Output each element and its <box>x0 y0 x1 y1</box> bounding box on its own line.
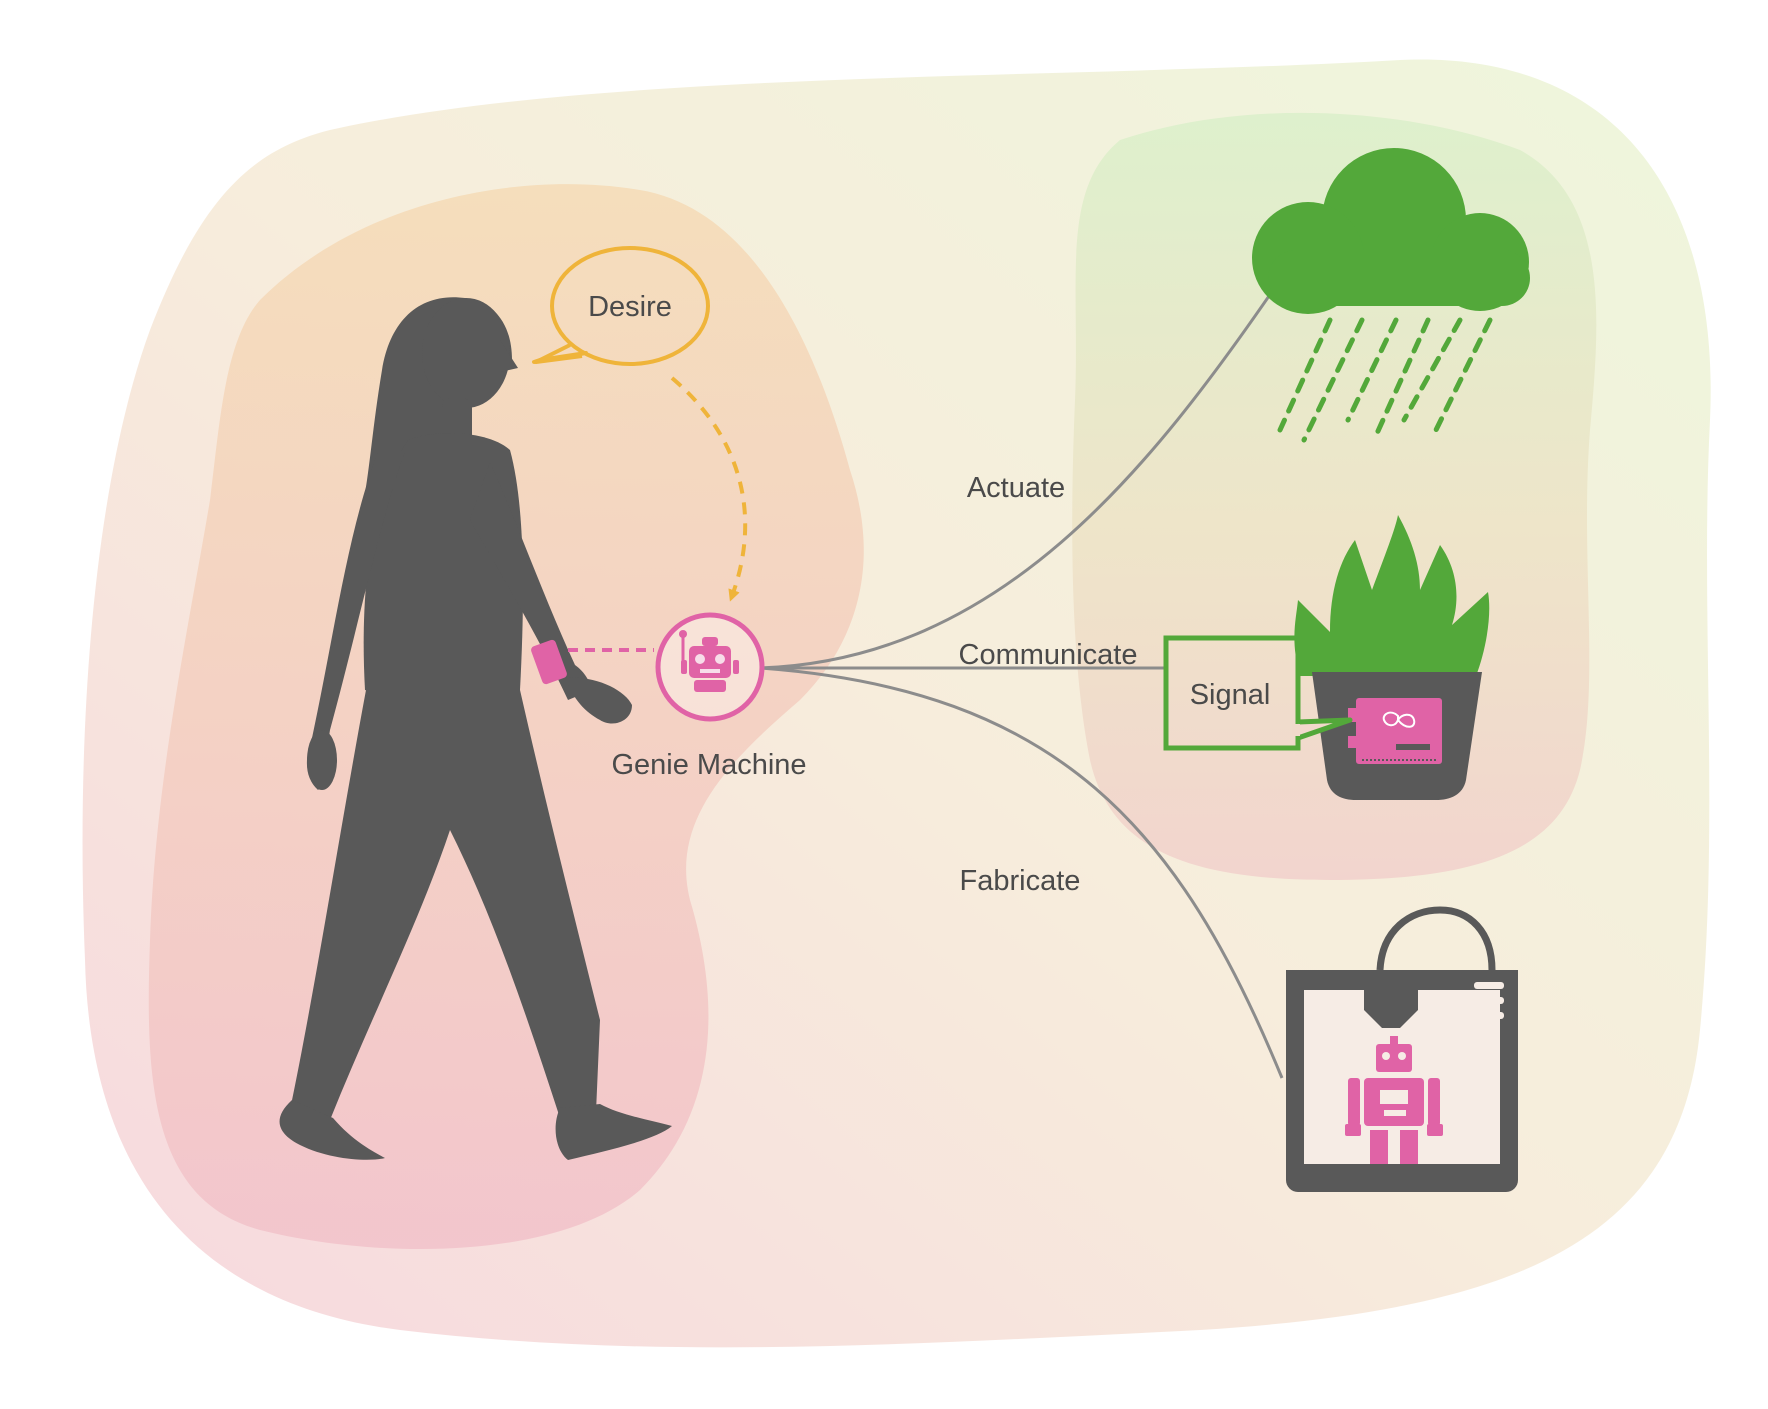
desire-speech-bubble: Desire <box>532 246 710 366</box>
rain-cloud-icon <box>1252 148 1530 443</box>
communicate-label: Communicate <box>959 639 1138 671</box>
actuate-label: Actuate <box>967 472 1065 504</box>
arduino-board-icon <box>1348 698 1442 764</box>
signal-label: Signal <box>1190 679 1271 711</box>
potted-plant-icon <box>1294 515 1490 800</box>
signal-callout: Signal <box>1163 635 1353 751</box>
wristband <box>531 639 567 685</box>
desire-label: Desire <box>588 291 672 323</box>
connectors <box>759 279 1284 1079</box>
desire-to-genie-arrow <box>670 376 748 602</box>
plant-leaves <box>1294 515 1490 676</box>
3d-printer-icon <box>1286 906 1518 1192</box>
genie-machine-node: Genie Machine <box>611 612 807 781</box>
genie-machine-label: Genie Machine <box>611 749 806 781</box>
actuate-connector <box>759 279 1282 670</box>
walking-woman-silhouette <box>279 297 672 1160</box>
fabricate-connector <box>759 666 1284 1079</box>
toy-robot-icon <box>1345 1036 1443 1170</box>
fabricate-label: Fabricate <box>960 865 1081 897</box>
robot-icon <box>679 630 739 692</box>
